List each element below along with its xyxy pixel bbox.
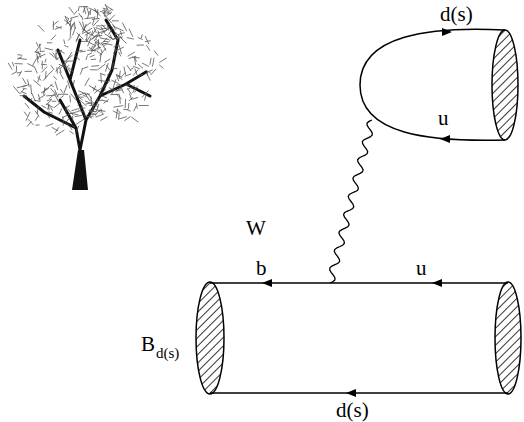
hadron-blobs xyxy=(196,30,521,394)
quark-label: d(s) xyxy=(440,4,473,25)
meson-label: B xyxy=(141,334,155,355)
quark-label: u xyxy=(416,258,427,279)
meson-subscript: d(s) xyxy=(156,346,179,361)
tree-illustration xyxy=(8,4,167,190)
quark-lines xyxy=(210,29,508,393)
quark-label: u xyxy=(438,108,449,129)
foliage-texture xyxy=(8,4,167,135)
boson-label: W xyxy=(246,218,266,239)
arrowheads xyxy=(262,28,452,397)
w-boson-line xyxy=(330,120,373,283)
quark-label: b xyxy=(256,258,267,279)
quark-label: d(s) xyxy=(336,400,369,421)
